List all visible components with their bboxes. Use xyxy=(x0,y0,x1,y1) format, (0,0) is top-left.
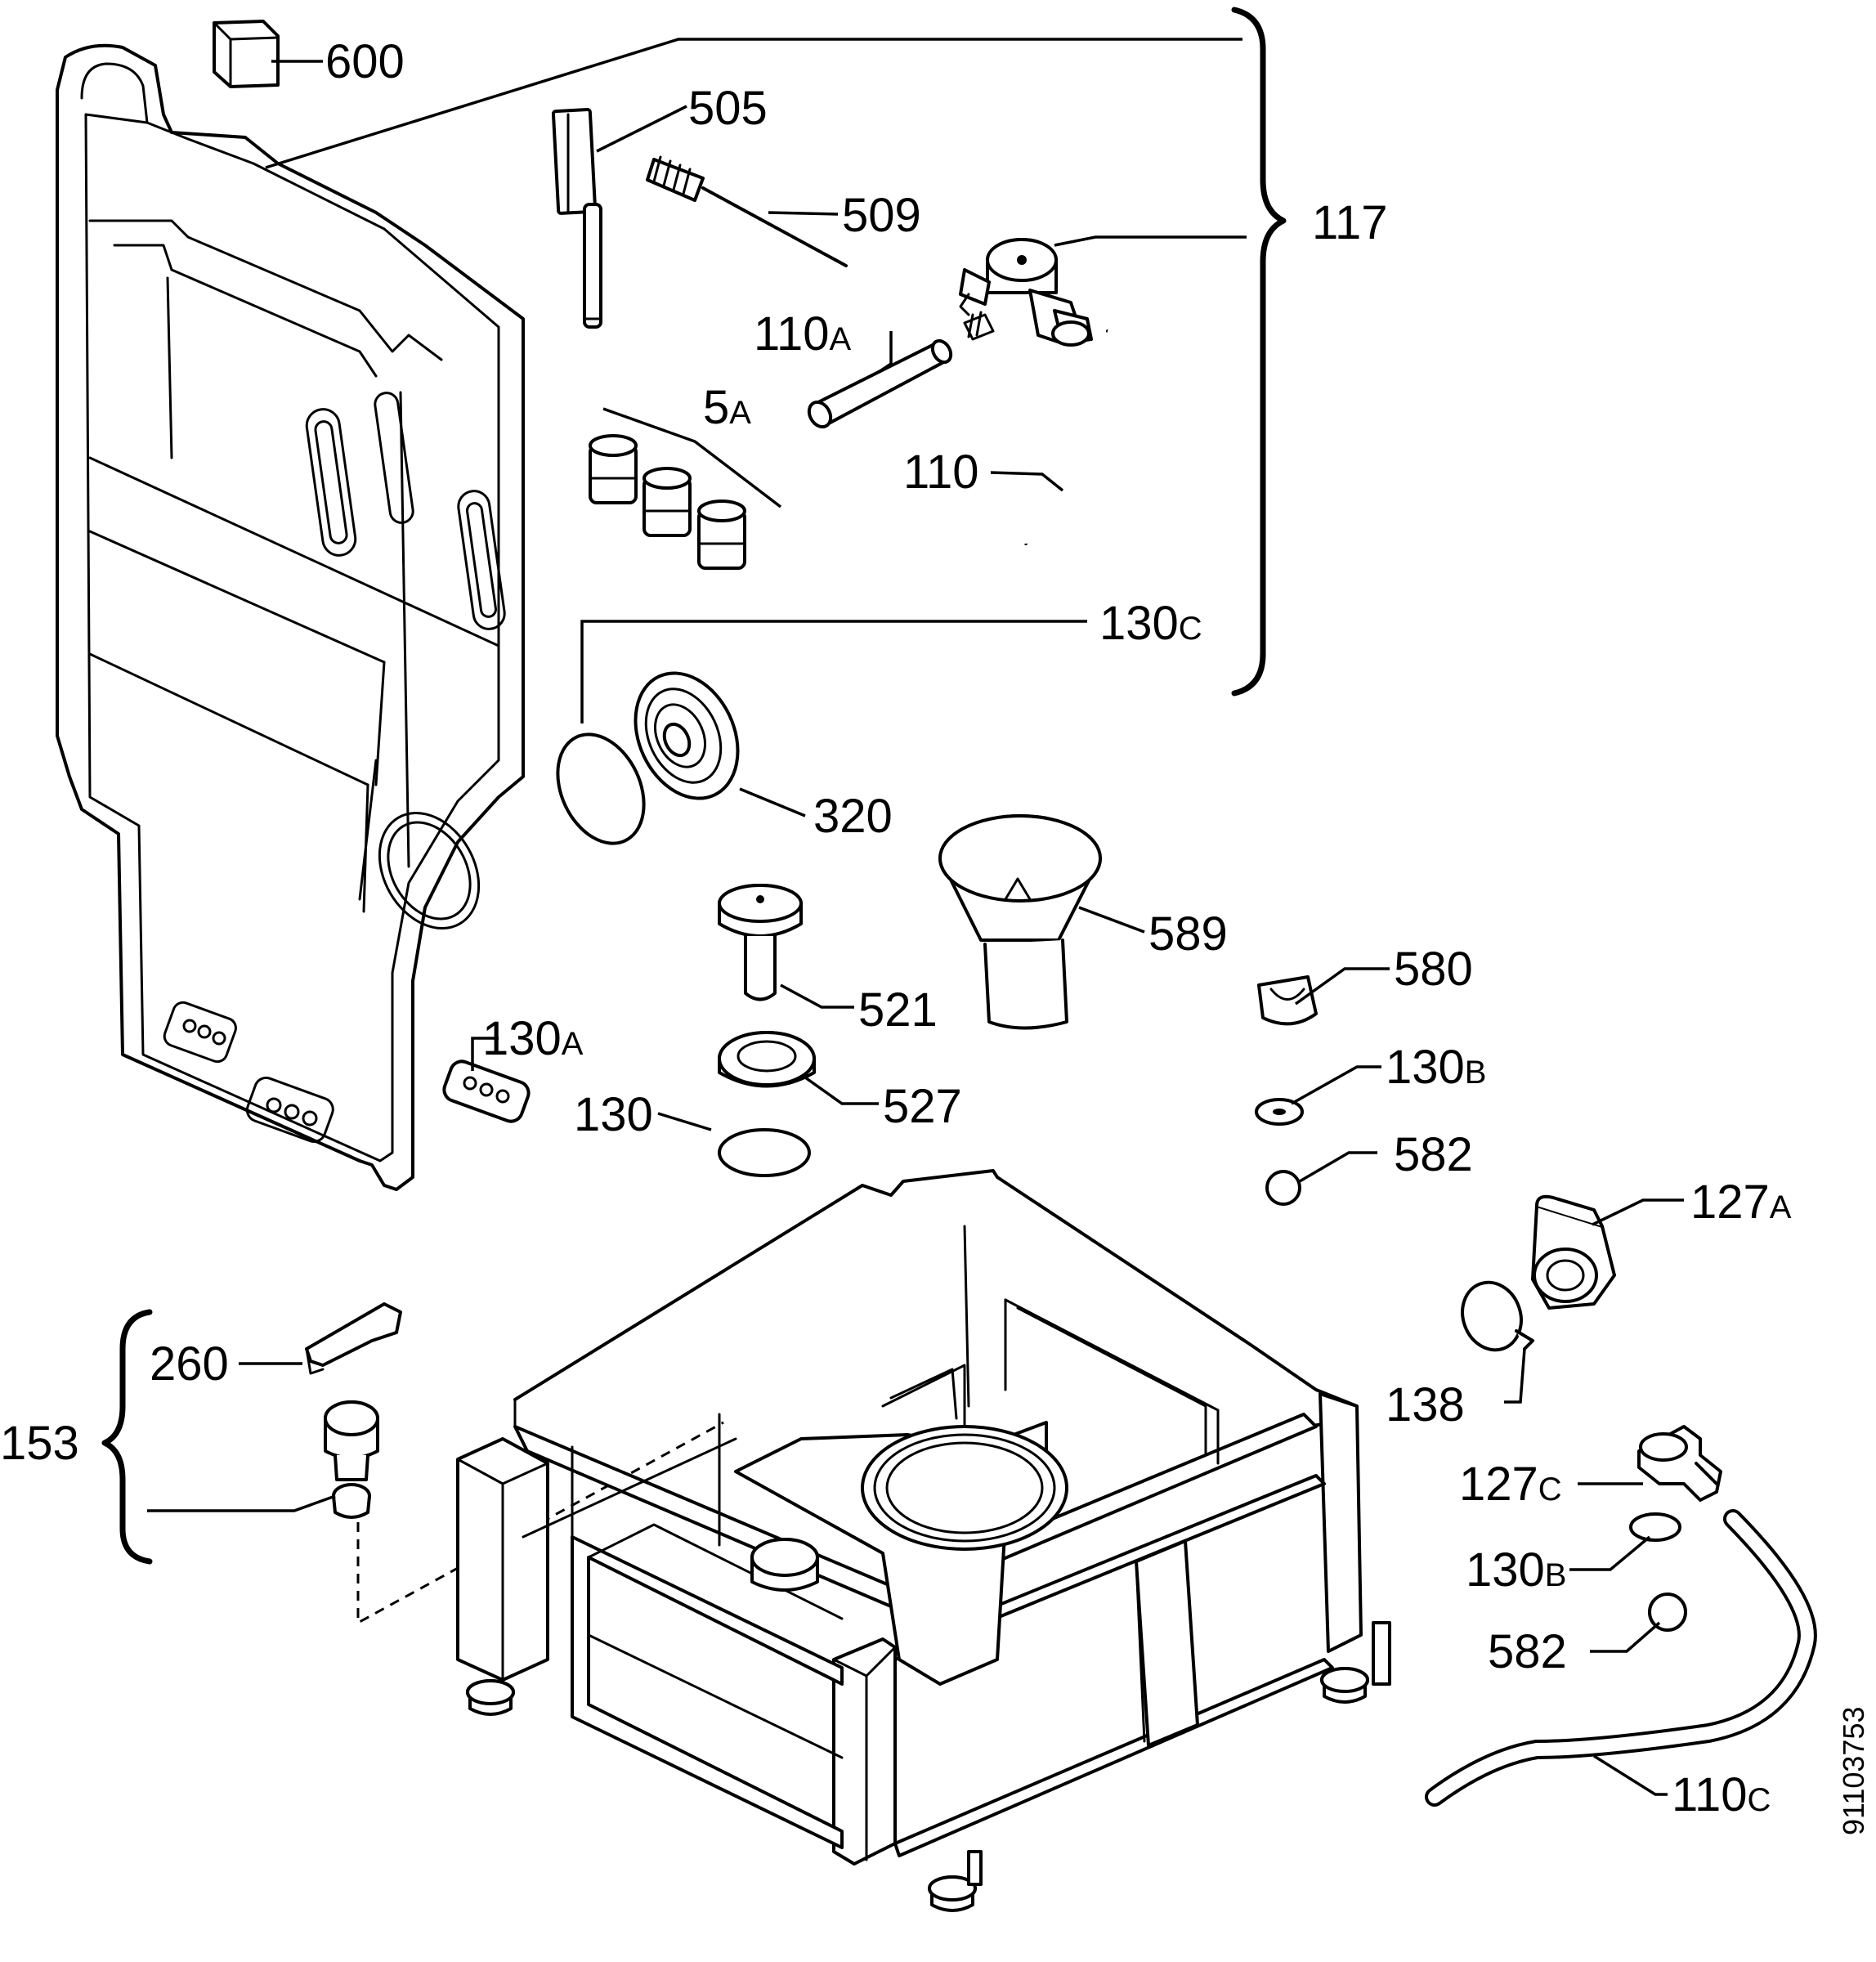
label-130B-lower: 130B xyxy=(1466,1543,1566,1597)
part-110A-tube xyxy=(807,338,953,429)
label-527: 527 xyxy=(883,1080,962,1133)
label-110C: 110C xyxy=(1672,1768,1771,1821)
part-117-valve xyxy=(959,238,1093,347)
part-138-clamp xyxy=(1461,1280,1534,1352)
part-130B-washer-lower xyxy=(1629,1512,1681,1542)
part-130-ring xyxy=(718,1128,811,1177)
part-580 xyxy=(1257,975,1318,1026)
label-600: 600 xyxy=(325,35,405,88)
label-582-lower: 582 xyxy=(1488,1625,1567,1678)
label-130A: 130A xyxy=(482,1012,584,1065)
part-5A-caps xyxy=(589,434,746,570)
part-527-nut xyxy=(718,1031,816,1088)
reference-number: 91103753 xyxy=(1837,1707,1870,1836)
label-521: 521 xyxy=(858,983,938,1037)
part-130A-plate xyxy=(442,1059,531,1123)
label-509: 509 xyxy=(842,189,921,242)
part-130C-oring xyxy=(556,732,646,845)
label-110: 110 xyxy=(903,446,978,499)
label-117: 117 xyxy=(1312,196,1387,249)
label-127A: 127A xyxy=(1690,1176,1792,1229)
label-130C: 130C xyxy=(1099,597,1202,650)
part-260-clip xyxy=(305,1302,402,1375)
label-138: 138 xyxy=(1386,1378,1465,1431)
part-582-ball-upper xyxy=(1265,1170,1301,1206)
part-110-hose xyxy=(1022,328,1194,545)
leader-lines xyxy=(147,38,1684,1796)
label-127C: 127C xyxy=(1459,1458,1562,1511)
brace-117 xyxy=(1231,7,1287,697)
label-505: 505 xyxy=(688,82,768,135)
part-127A xyxy=(1531,1194,1616,1310)
part-521-screw xyxy=(718,884,803,1001)
label-582-upper: 582 xyxy=(1394,1128,1473,1181)
part-505 xyxy=(551,108,602,329)
label-589: 589 xyxy=(1148,907,1228,961)
label-153: 153 xyxy=(0,1417,79,1470)
brace-153 xyxy=(101,1309,153,1565)
label-130B-upper: 130B xyxy=(1386,1041,1486,1094)
part-600-block xyxy=(213,20,280,88)
part-589-funnel xyxy=(938,814,1102,1030)
part-509 xyxy=(646,155,848,267)
label-130: 130 xyxy=(574,1088,653,1141)
part-130B-washer-upper xyxy=(1255,1098,1304,1126)
side-panel xyxy=(56,43,525,1191)
label-260: 260 xyxy=(150,1337,229,1391)
part-153-float xyxy=(324,1400,724,1625)
callout-labels: 600 505 509 117 110A 5A 110 130C 320 589… xyxy=(0,35,1792,1821)
part-320-diaphragm xyxy=(634,671,740,800)
label-320: 320 xyxy=(813,790,893,843)
part-127C-elbow xyxy=(1637,1425,1722,1502)
part-582-ball-lower xyxy=(1648,1592,1687,1632)
label-5A: 5A xyxy=(703,381,751,434)
part-110C-hose xyxy=(1425,1509,1817,1807)
label-580: 580 xyxy=(1394,943,1473,996)
label-110A: 110A xyxy=(754,307,851,361)
base-frame xyxy=(456,1169,1391,1912)
